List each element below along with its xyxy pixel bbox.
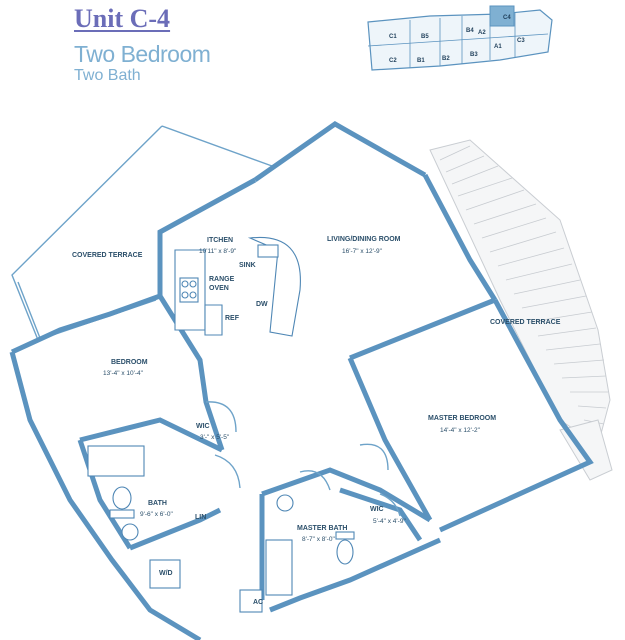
- label-master-bedroom: MASTER BEDROOM: [428, 415, 496, 422]
- label-wic-small: WIC: [196, 423, 210, 430]
- key-unit-c2: C2: [389, 58, 397, 64]
- label-covered-terrace-right: COVERED TERRACE: [490, 319, 561, 326]
- dim-bedroom: 13'-4" x 10'-4": [103, 370, 144, 377]
- dim-wic-master: 5'-4" x 4'-9": [373, 518, 406, 525]
- dim-bath: 9'-6" x 6'-0": [140, 511, 173, 518]
- room-labels: COVERED TERRACE ITCHEN 10'11" x 8'-9" LI…: [72, 236, 561, 606]
- label-range: RANGE: [209, 276, 235, 283]
- label-master-bath: MASTER BATH: [297, 525, 347, 532]
- door-swings: [205, 401, 401, 517]
- label-living-dining: LIVING/DINING ROOM: [327, 236, 401, 243]
- dim-master-bath: 8'-7" x 8'-0": [302, 536, 335, 543]
- key-plan: C1 C2 B5 B1 B2 B4 B3 A2 A1 C4 C3: [367, 5, 553, 71]
- bath-fixtures: [87, 445, 355, 613]
- kitchen-counters: [174, 236, 301, 337]
- bedroom-count: Two Bedroom: [74, 41, 211, 67]
- interior-walls: [77, 177, 496, 600]
- key-unit-a1: A1: [494, 44, 502, 50]
- label-oven: OVEN: [209, 285, 229, 292]
- exterior-walls: [9, 121, 594, 640]
- key-unit-c1: C1: [389, 34, 397, 40]
- dim-living-dining: 16'-7" x 12'-9": [342, 248, 383, 255]
- label-bath: BATH: [148, 500, 167, 507]
- key-unit-c3: C3: [517, 38, 525, 44]
- key-unit-b2: B2: [442, 56, 450, 62]
- dim-master-bedroom: 14'-4" x 12'-2": [440, 427, 481, 434]
- label-dw: DW: [256, 301, 268, 308]
- label-wic-master: WIC: [370, 506, 384, 513]
- terrace-hatching: [429, 139, 611, 446]
- unit-title: Unit C-4: [74, 4, 171, 33]
- label-covered-terrace-left: COVERED TERRACE: [72, 252, 143, 259]
- key-unit-b1: B1: [417, 58, 425, 64]
- label-bedroom: BEDROOM: [111, 359, 148, 366]
- key-unit-b5: B5: [421, 34, 429, 40]
- key-unit-b3: B3: [470, 52, 478, 58]
- key-unit-c4: C4: [503, 15, 511, 21]
- label-ref: REF: [225, 315, 240, 322]
- key-unit-a2: A2: [478, 30, 486, 36]
- label-wd: W/D: [159, 570, 173, 577]
- key-unit-b4: B4: [466, 28, 474, 34]
- label-lin: LIN: [195, 514, 206, 521]
- label-kitchen: ITCHEN: [207, 237, 233, 244]
- bathroom-count: Two Bath: [74, 67, 141, 84]
- label-sink: SINK: [239, 262, 256, 269]
- label-ac: AC: [253, 599, 263, 606]
- dim-kitchen: 10'11" x 8'-9": [199, 248, 237, 255]
- dim-wic-small: 3'-" x 5'-5": [200, 434, 230, 441]
- left-terrace-outline: [11, 125, 273, 341]
